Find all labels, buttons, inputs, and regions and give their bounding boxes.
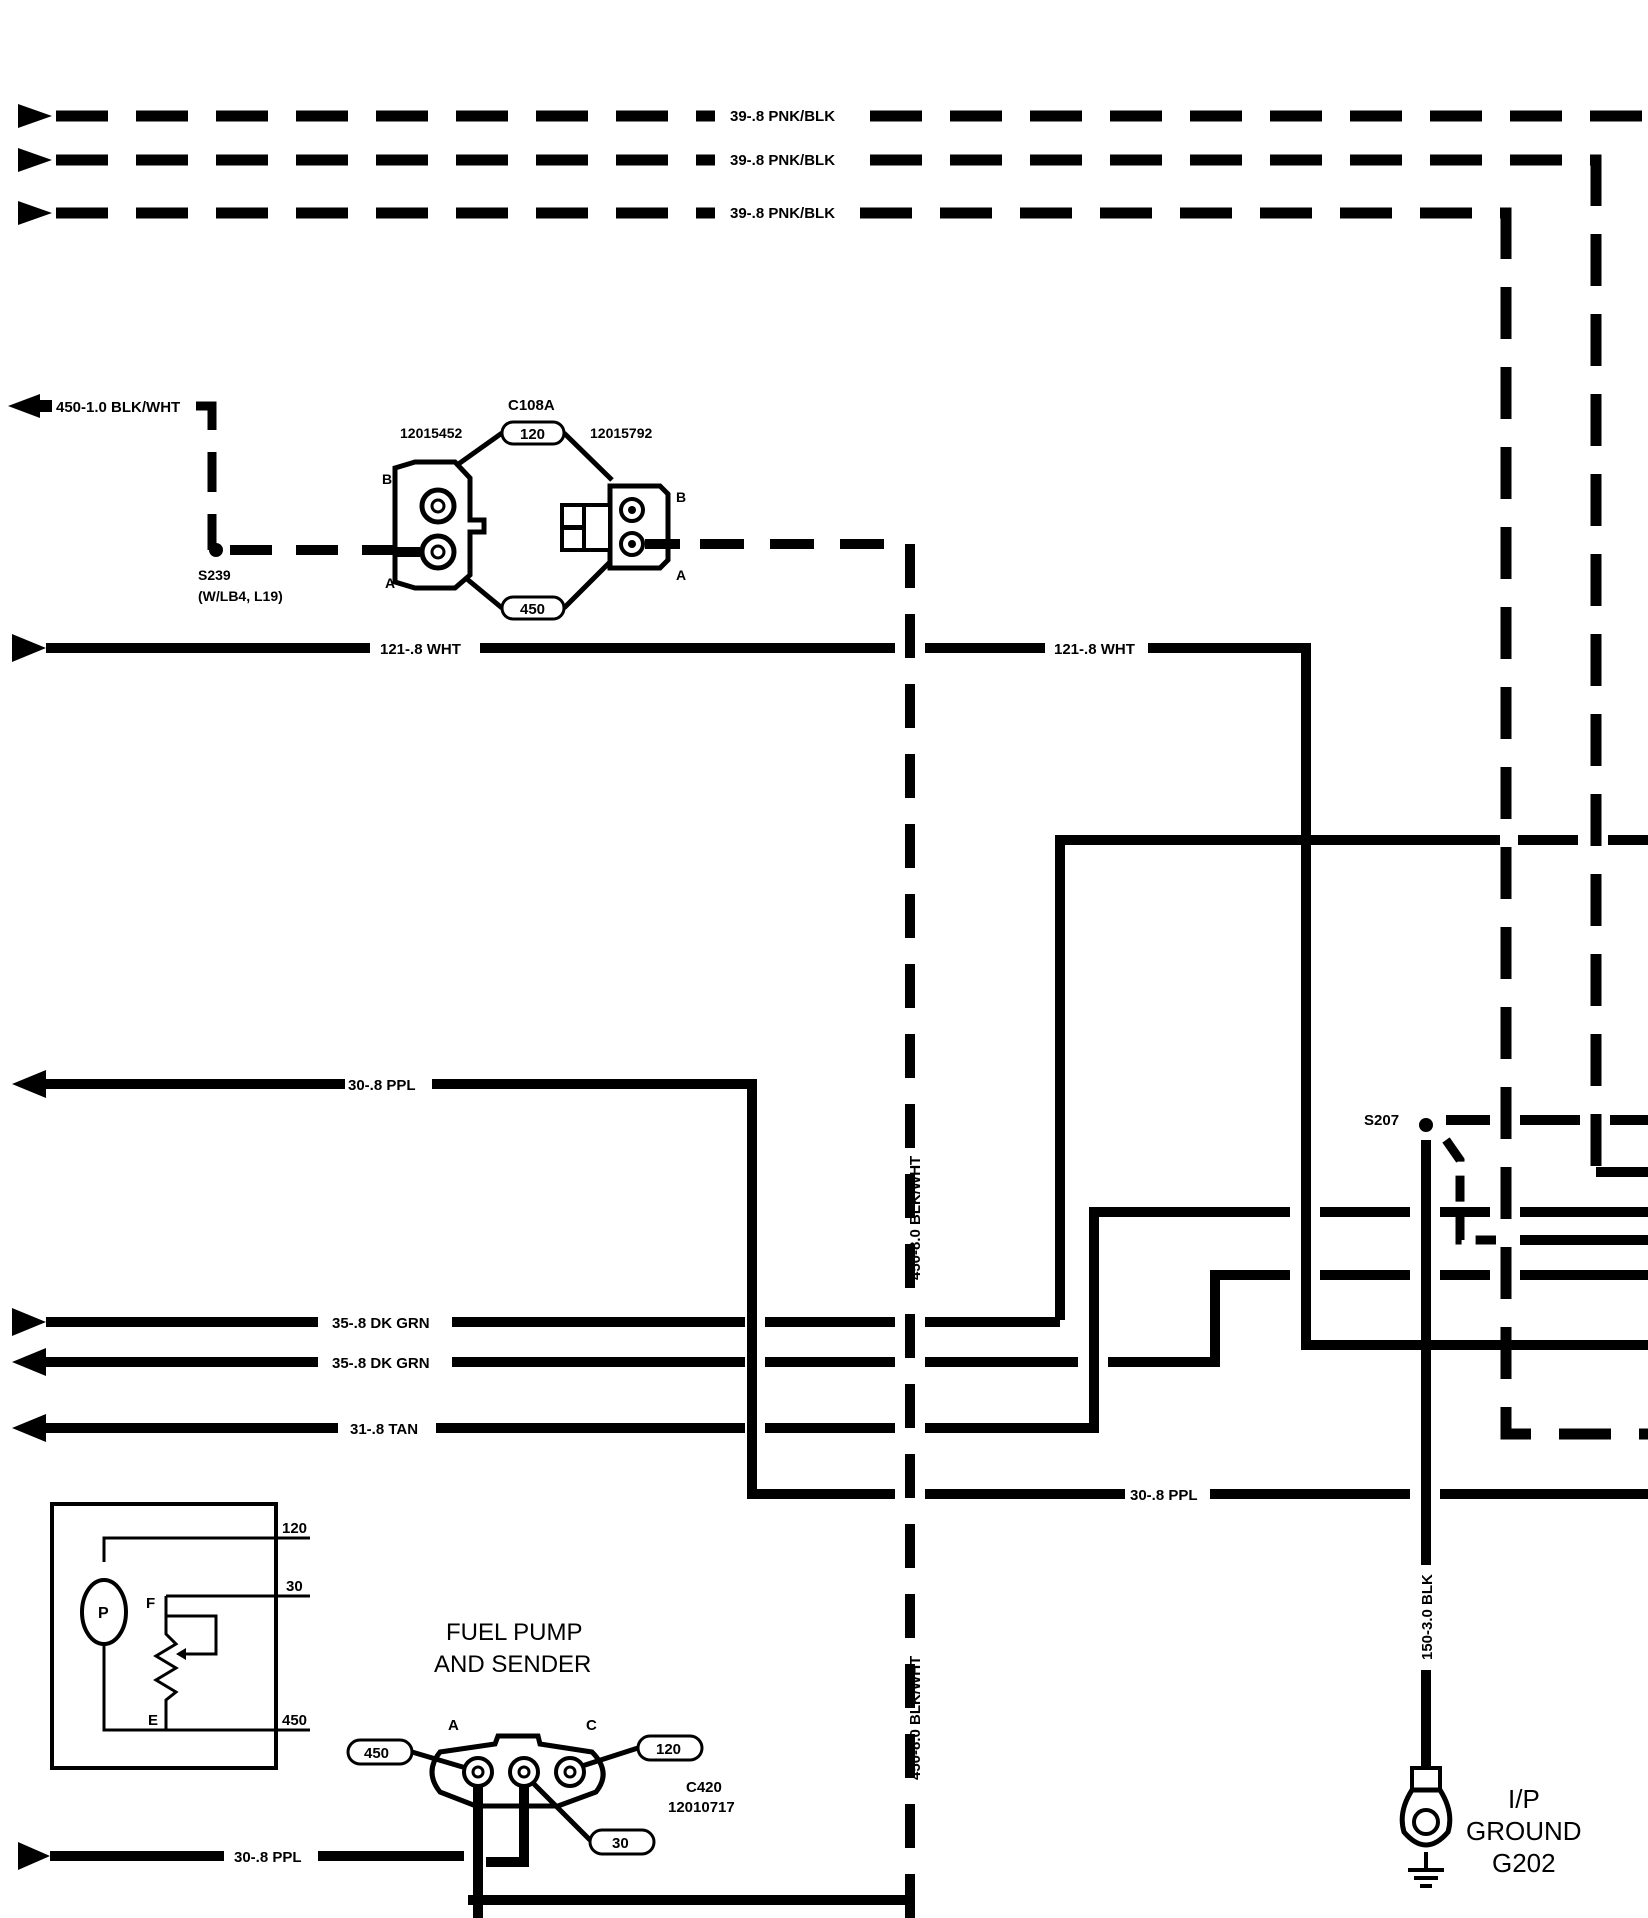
circuit-label-c420-450: 450 <box>364 1745 389 1762</box>
wire-label-blk-wht-top: 450-1.0 BLK/WHT <box>56 399 180 416</box>
wire-label-blk-wht-vert-2: 450-8.0 BLK/WHT <box>907 1656 924 1780</box>
rheostat-icon <box>153 1596 179 1730</box>
arrow-right-icon <box>12 634 46 662</box>
connector-c108a: C108A 12015452 12015792 120 450 B A B A <box>382 397 686 621</box>
part-number-left: 12015452 <box>400 425 463 441</box>
ground-label-line2: GROUND <box>1466 1816 1582 1846</box>
motor-label: P <box>98 1605 109 1622</box>
connector-body-right <box>607 483 671 571</box>
splice-s207-group: S207 150-3.0 BLK <box>1364 1112 1648 1768</box>
pin-label-left-b: B <box>382 471 392 487</box>
arrow-left-icon <box>12 1348 46 1376</box>
wire-blk-wht-top: 450-1.0 BLK/WHT S239 (W/LB4, L19) <box>8 394 410 604</box>
circuit-label-c420-30: 30 <box>612 1835 629 1852</box>
terminal-label-f: F <box>146 1595 155 1612</box>
wire-label-ppl-left: 30-.8 PPL <box>348 1077 416 1094</box>
wire-label-ppl-bottom: 30-.8 PPL <box>234 1849 302 1866</box>
wire-label-pnk-blk-2: 39-.8 PNK/BLK <box>730 152 835 169</box>
fuel-pump-schematic: 120 P 30 F E 450 <box>50 1502 310 1770</box>
connector-label-c108a: C108A <box>508 397 555 414</box>
wire-ppl: 30-.8 PPL 30-.8 PPL <box>12 1070 1648 1504</box>
fuel-pump-box <box>50 1502 278 1770</box>
wire-label-blk-wht-vert-1: 450-8.0 BLK/WHT <box>907 1156 924 1280</box>
pin-label-450: 450 <box>520 601 545 618</box>
wire-label-wht-left: 121-.8 WHT <box>380 641 461 658</box>
wire-label-dk-grn-1: 35-.8 DK GRN <box>332 1315 430 1332</box>
pin-label-c420-a: A <box>448 1717 459 1734</box>
fuel-pump-title: FUEL PUMP AND SENDER <box>434 1619 591 1678</box>
wire-label-ppl-right: 30-.8 PPL <box>1130 1487 1198 1504</box>
ground-label-line3: G202 <box>1492 1848 1556 1878</box>
pin-label-left-a: A <box>385 575 395 591</box>
wire-label-dk-grn-2: 35-.8 DK GRN <box>332 1355 430 1372</box>
wire-label-blk-vert: 150-3.0 BLK <box>1419 1574 1436 1660</box>
wire-label-pnk-blk-3: 39-.8 PNK/BLK <box>730 205 835 222</box>
arrow-right-icon <box>12 1308 46 1336</box>
connector-label-c420: C420 <box>686 1779 722 1796</box>
splice-dot-s207 <box>1419 1118 1433 1132</box>
circuit-label-30: 30 <box>286 1578 303 1595</box>
splice-label-s207: S207 <box>1364 1112 1399 1129</box>
wire-label-wht-right: 121-.8 WHT <box>1054 641 1135 658</box>
arrow-right-icon <box>18 104 52 128</box>
arrow-right-icon <box>18 201 52 225</box>
splice-note-s239: (W/LB4, L19) <box>198 588 283 604</box>
pin-box-c420-30 <box>588 1828 656 1856</box>
circuit-label-450: 450 <box>282 1712 307 1729</box>
ground-lug-icon <box>1410 1766 1442 1792</box>
wire-pnk-blk-2: 39-.8 PNK/BLK <box>18 148 1602 1180</box>
wire-dk-grn-upper-route <box>1055 835 1648 1320</box>
connector-c420: A C 450 120 30 C420 12010717 <box>346 1717 910 1918</box>
wire-pnk-blk-1: 39-.8 PNK/BLK <box>18 104 1648 128</box>
wire-wht: 121-.8 WHT 121-.8 WHT <box>12 634 1648 1350</box>
wire-ppl-bottom: 30-.8 PPL <box>18 1842 464 1870</box>
circuit-label-120: 120 <box>282 1520 307 1537</box>
terminal-label-e: E <box>148 1712 158 1729</box>
fuel-pump-title-line1: FUEL PUMP <box>446 1619 582 1646</box>
part-number-c420: 12010717 <box>668 1799 735 1816</box>
pin-label-120: 120 <box>520 426 545 443</box>
wire-dk-grn-2: 35-.8 DK GRN <box>12 1270 1648 1376</box>
ground-label-line1: I/P <box>1508 1784 1540 1814</box>
wire-tan: 31-.8 TAN <box>12 1207 1648 1442</box>
wire-blk-wht-vertical: 450-8.0 BLK/WHT 450-8.0 BLK/WHT <box>700 539 924 1918</box>
arrow-right-icon <box>18 148 52 172</box>
splice-label-s239: S239 <box>198 567 231 583</box>
fuel-pump-title-line2: AND SENDER <box>434 1651 591 1678</box>
part-number-right: 12015792 <box>590 425 653 441</box>
arrow-left-icon <box>12 1414 46 1442</box>
pin-label-c420-c: C <box>586 1717 597 1734</box>
arrow-left-icon <box>8 394 40 418</box>
wire-dk-grn-1: 35-.8 DK GRN <box>12 1308 1060 1336</box>
arrow-left-icon <box>12 1070 46 1098</box>
pin-label-right-b: B <box>676 489 686 505</box>
arrow-right-icon <box>18 1842 50 1870</box>
wire-pnk-blk-3: 39-.8 PNK/BLK <box>18 201 1648 1440</box>
pin-label-right-a: A <box>676 567 686 583</box>
wire-label-pnk-blk-1: 39-.8 PNK/BLK <box>730 108 835 125</box>
ground-g202: I/P GROUND G202 <box>1399 1766 1582 1888</box>
wire-label-tan: 31-.8 TAN <box>350 1421 418 1438</box>
circuit-label-c420-120: 120 <box>656 1741 681 1758</box>
splice-dot-s239 <box>209 543 223 557</box>
